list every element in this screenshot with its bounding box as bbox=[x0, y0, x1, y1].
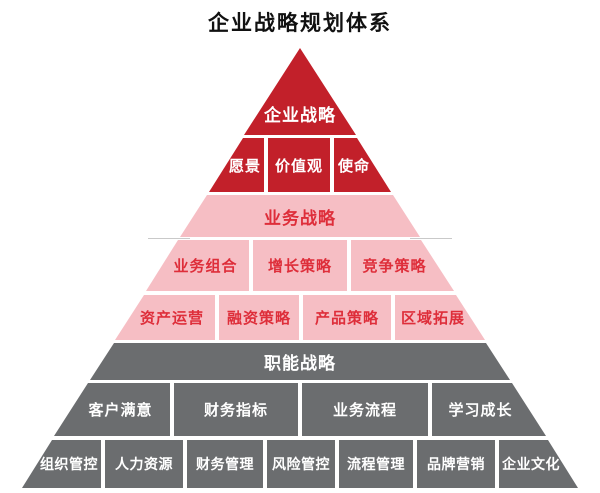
pyramid-segment-functional-strategy: 职能战略 bbox=[90, 343, 510, 380]
pyramid-segment-growth-strategy: 增长策略 bbox=[253, 240, 347, 291]
pyramid-segment-brand-marketing: 品牌营销 bbox=[417, 440, 495, 488]
pyramid-segment-corporate-strategy: 企业战略 bbox=[244, 48, 356, 135]
pyramid-segment-business-portfolio: 业务组合 bbox=[146, 240, 249, 291]
pyramid-segment-learning-growth: 学习成长 bbox=[432, 383, 546, 436]
pyramid-segment-org-control: 组织管控 bbox=[22, 440, 101, 488]
pyramid-segment-financial-metrics: 财务指标 bbox=[174, 383, 298, 436]
pyramid-segment-vision: 愿景 bbox=[209, 138, 264, 192]
divider-hairline-left bbox=[148, 238, 190, 239]
pyramid-segment-regional-expansion: 区域拓展 bbox=[395, 295, 485, 340]
pyramid-segment-business-strategy: 业务战略 bbox=[180, 195, 420, 237]
pyramid-segment-corporate-culture: 企业文化 bbox=[499, 440, 578, 488]
pyramid-segment-financing-strategy: 融资策略 bbox=[219, 295, 299, 340]
pyramid-segment-human-resources: 人力资源 bbox=[105, 440, 183, 488]
pyramid-segment-risk-control: 风险管控 bbox=[267, 440, 335, 488]
divider-hairline-right bbox=[410, 238, 452, 239]
pyramid-segment-business-process: 业务流程 bbox=[302, 383, 428, 436]
pyramid-segment-competitive-strategy: 竞争策略 bbox=[351, 240, 454, 291]
diagram-title: 企业战略规划体系 bbox=[208, 11, 392, 35]
pyramid-segment-customer-satisfaction: 客户满意 bbox=[54, 383, 170, 436]
pyramid-segment-financial-management: 财务管理 bbox=[187, 440, 263, 488]
pyramid-segment-values: 价值观 bbox=[268, 138, 330, 192]
pyramid-segment-process-management: 流程管理 bbox=[339, 440, 413, 488]
pyramid-segment-product-strategy: 产品策略 bbox=[303, 295, 391, 340]
pyramid-segment-mission: 使命 bbox=[334, 138, 391, 192]
pyramid-segment-asset-operation: 资产运营 bbox=[115, 295, 215, 340]
